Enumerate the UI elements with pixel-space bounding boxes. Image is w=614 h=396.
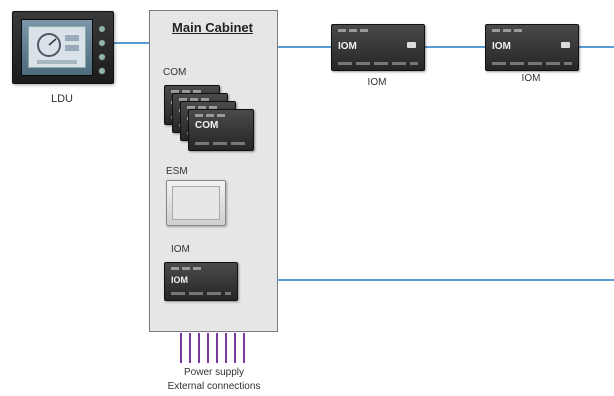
ldu-button [98,67,106,75]
ldu-button [98,39,106,47]
esm-module [166,180,226,226]
remote-iom-module: IOM [485,24,579,71]
external-wire [225,333,227,363]
footer-external-connections: External connections [167,381,261,392]
ldu-display-unit [12,11,114,84]
external-wire [234,333,236,363]
cabinet-iom-module: IOM [164,262,238,301]
external-wire [243,333,245,363]
com-module-tag: COM [195,120,219,131]
remote-iom-tag: IOM [492,41,511,52]
remote-iom-tag: IOM [338,41,357,52]
external-wire [189,333,191,363]
cabinet-title: Main Cabinet [172,20,253,35]
com-module: COM [188,109,254,151]
remote-iom-label: IOM [367,77,387,88]
com-section-label: COM [163,67,187,78]
ldu-to-cabinet-link [112,42,150,44]
iom2-to-next-link [577,46,614,48]
cabinet-to-iom1-link [276,46,331,48]
ldu-gauge-panel [28,26,86,68]
gauge-icon [37,33,79,64]
ldu-button [98,25,106,33]
ldu-screen [21,19,93,76]
external-wire [207,333,209,363]
remote-iom-module: IOM [331,24,425,71]
iom1-to-iom2-link [423,46,485,48]
ldu-label: LDU [50,93,73,105]
iom-module-tag: IOM [171,275,188,285]
esm-section-label: ESM [166,166,188,177]
cabinet-iom-bus-link [276,279,614,281]
external-wire [180,333,182,363]
external-wire [216,333,218,363]
ldu-button [98,53,106,61]
external-wire [198,333,200,363]
remote-iom-label: IOM [521,73,541,84]
iom-section-label: IOM [171,244,190,255]
footer-power-supply: Power supply [183,367,245,378]
